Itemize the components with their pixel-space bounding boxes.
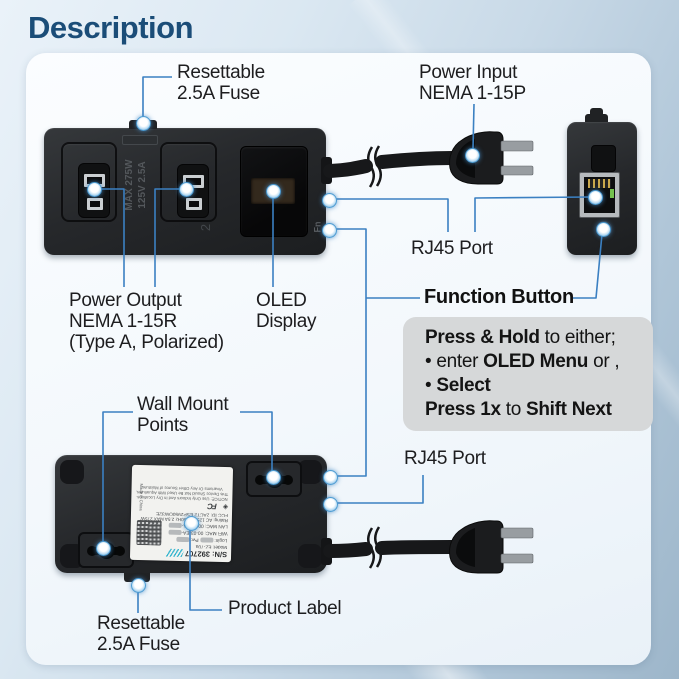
corner-foot (298, 544, 322, 568)
wall-mount-keyhole (115, 546, 125, 556)
callout-dot-fuse-bottom (131, 578, 146, 593)
page-title: Description (28, 10, 194, 45)
callout-dot-function-button (596, 222, 611, 237)
serial-scribble (165, 548, 185, 557)
wifi-mac-row: WiFi MAC: 00-03-EA- (166, 528, 228, 536)
serial-number: S/N: 392707 (165, 548, 227, 559)
label-rj45-top: RJ45 Port (411, 238, 493, 259)
outlet-2-hot-slot (186, 198, 202, 210)
callout-dot-outlet-1 (87, 182, 102, 197)
function-button-instructions: Press & Hold to either; • enter OLED Men… (403, 317, 653, 431)
fuse-button-bottom (124, 573, 150, 582)
side-top-nub (585, 114, 608, 122)
label-function-button: Function Button (424, 286, 574, 308)
fcc-logo-icon: FC (208, 501, 217, 511)
login-row: Login: Pw: (165, 535, 227, 543)
callout-dot-plug (465, 148, 480, 163)
wall-mount-keyhole (283, 475, 293, 485)
rj45-pins (588, 179, 611, 188)
callout-dot-outlet-2 (179, 182, 194, 197)
callout-dot-wall-mount-left (96, 541, 111, 556)
instruction-line: Press 1x to Shift Next (425, 399, 612, 420)
cert-logos: ◈ FC (135, 501, 229, 511)
corner-foot (60, 460, 84, 484)
rj45-led (610, 189, 614, 198)
instruction-line: Press & Hold to either; (425, 327, 616, 348)
molded-emblem (122, 135, 158, 145)
corner-foot (298, 460, 322, 484)
callout-dot-oled (266, 184, 281, 199)
callout-dot-edge-fn (322, 223, 337, 238)
instruction-line: • Select (425, 375, 491, 396)
instruction-line: • enter OLED Menu or , (425, 351, 620, 372)
smart-outlet-back-view: S/N: 392707 Model: EZ-70a Login: Pw: WiF… (55, 455, 327, 582)
callout-dot-wall-mount-top (266, 470, 281, 485)
callout-dot-back-edge-rj45 (323, 497, 338, 512)
fn-marking: Fn (312, 221, 323, 233)
side-recess (591, 145, 616, 172)
callout-dot-fuse-top (136, 116, 151, 131)
callout-dot-product-label (184, 516, 199, 531)
qr-code (136, 519, 162, 546)
callout-dot-rj45-side (588, 190, 603, 205)
label-rj45-bottom: RJ45 Port (404, 448, 486, 469)
product-label-sticker: S/N: 392707 Model: EZ-70a Login: Pw: WiF… (129, 464, 234, 563)
outlet-2-number-marking: 2 (198, 223, 214, 232)
label-product-label: Product Label (228, 598, 342, 619)
cert-diamond-icon: ◈ (222, 502, 229, 510)
callout-dot-back-edge-fn (323, 470, 338, 485)
side-top-nub-small (590, 108, 603, 115)
made-in-marking: Made in China (138, 483, 145, 511)
callout-dot-edge-rj45 (322, 193, 337, 208)
